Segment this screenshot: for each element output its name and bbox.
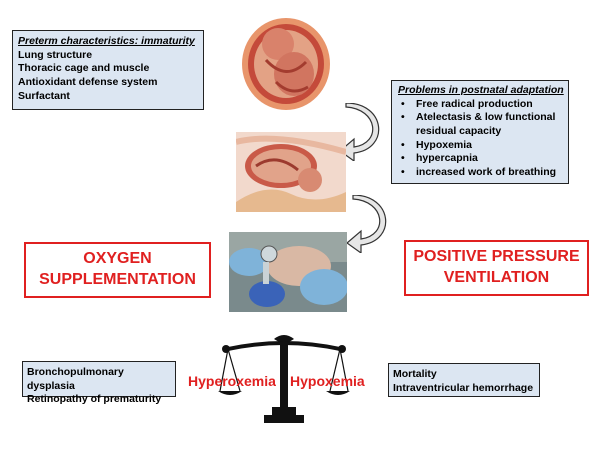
outcome-item: Retinopathy of prematurity	[27, 393, 162, 406]
postnatal-item: Atelectasis & low functional residual ca…	[396, 111, 564, 138]
oxygen-line1: OXYGEN	[83, 250, 152, 268]
fetus-in-utero-image	[236, 12, 336, 112]
outcome-item: Mortality	[393, 368, 437, 380]
birth-delivery-image	[236, 132, 346, 212]
preterm-item: Thoracic cage and muscle	[18, 62, 150, 75]
postnatal-title: Problems in postnatal adaptation	[398, 84, 564, 96]
neonatal-ventilation-image	[229, 232, 347, 312]
hyperoxemia-label: Hyperoxemia	[188, 373, 276, 389]
preterm-item: Surfactant	[18, 89, 70, 102]
preterm-title: Preterm characteristics: immaturity	[18, 35, 195, 47]
outcome-item: Intraventricular hemorrhage	[393, 381, 534, 394]
curved-arrow-icon	[339, 103, 380, 161]
postnatal-problems-box: Problems in postnatal adaptation Free ra…	[391, 80, 569, 184]
hyperoxemia-outcomes-box: Bronchopulmonary dysplasia Retinopathy o…	[22, 361, 176, 405]
ppv-line1: POSITIVE PRESSURE	[413, 248, 580, 266]
postnatal-item: Free radical production	[396, 98, 564, 112]
positive-pressure-ventilation-box: POSITIVE PRESSURE VENTILATION	[404, 240, 589, 296]
ppv-line2: VENTILATION	[443, 269, 550, 286]
hypoxemia-outcomes-box: Mortality Intraventricular hemorrhage	[388, 363, 540, 397]
curved-arrow-icon	[346, 195, 387, 253]
preterm-item: Antioxidant defense system	[18, 75, 158, 88]
postnatal-item: Hypoxemia	[396, 139, 564, 153]
oxygen-line2: SUPPLEMENTATION	[39, 271, 196, 288]
preterm-characteristics-box: Preterm characteristics: immaturity Lung…	[12, 30, 204, 110]
hypoxemia-label: Hypoxemia	[290, 373, 365, 389]
postnatal-item: increased work of breathing	[396, 166, 564, 180]
balance-scale-icon	[218, 335, 350, 423]
preterm-item: Lung structure	[18, 48, 93, 61]
outcome-item: Bronchopulmonary dysplasia	[27, 366, 124, 392]
postnatal-item: hypercapnia	[396, 152, 564, 166]
oxygen-supplementation-box: OXYGEN SUPPLEMENTATION	[24, 242, 211, 298]
